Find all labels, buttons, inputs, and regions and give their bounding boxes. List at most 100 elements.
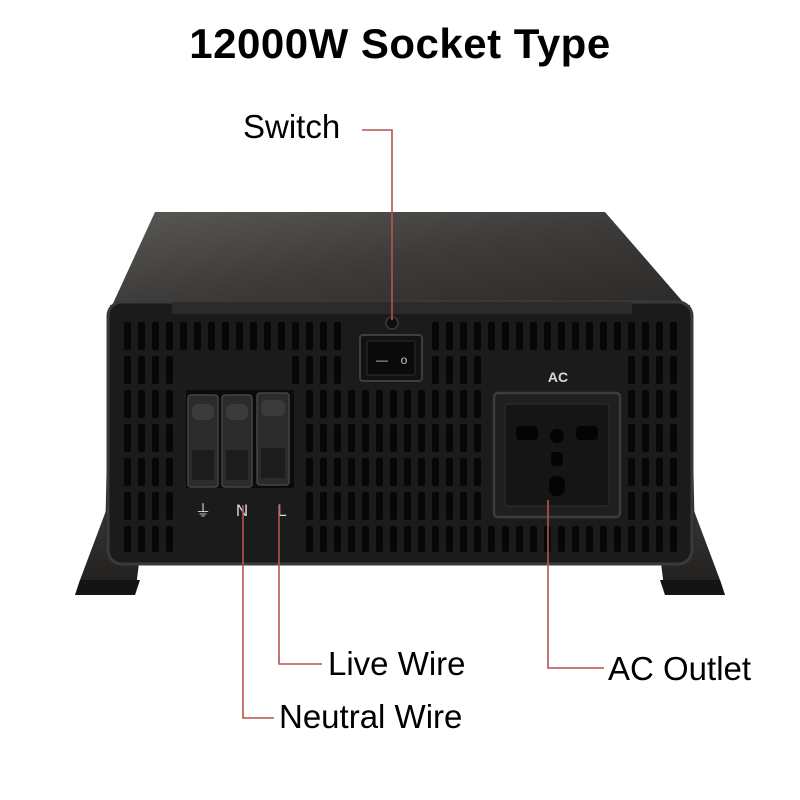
vent-slot — [642, 356, 649, 384]
vent-slot — [250, 322, 257, 350]
vent-slot — [516, 526, 523, 552]
vent-slot — [446, 424, 453, 452]
vent-slot — [138, 526, 145, 552]
vent-slot — [362, 390, 369, 418]
vent-slot — [166, 526, 173, 552]
ac-panel-label: AC — [548, 369, 568, 385]
vent-slot — [376, 492, 383, 520]
vent-slot — [656, 492, 663, 520]
vent-slot — [628, 390, 635, 418]
vent-slot — [670, 390, 677, 418]
vent-slot — [460, 356, 467, 384]
vent-slot — [348, 526, 355, 552]
vent-slot — [460, 424, 467, 452]
vent-slot — [390, 492, 397, 520]
vent-slot — [180, 322, 187, 350]
vent-slot — [166, 390, 173, 418]
vent-slot — [124, 458, 131, 486]
vent-slot — [432, 356, 439, 384]
vent-slot — [362, 526, 369, 552]
vent-slot — [642, 526, 649, 552]
ac-outlet-label: AC Outlet — [608, 650, 752, 687]
vent-slot — [418, 424, 425, 452]
vent-slot — [432, 526, 439, 552]
vent-slot — [446, 458, 453, 486]
vent-slot — [138, 322, 145, 350]
vent-slot — [152, 356, 159, 384]
vent-slot — [460, 458, 467, 486]
inverter-top-cover — [110, 212, 690, 310]
vent-slot — [166, 458, 173, 486]
vent-slot — [334, 424, 341, 452]
vent-slot — [530, 526, 537, 552]
vent-slot — [628, 322, 635, 350]
vent-slot — [474, 322, 481, 350]
vent-slot — [544, 322, 551, 350]
vent-slot — [390, 390, 397, 418]
vent-slot — [292, 322, 299, 350]
vent-slot — [320, 526, 327, 552]
vent-slot — [460, 390, 467, 418]
vent-slot — [642, 492, 649, 520]
vent-slot — [376, 526, 383, 552]
vent-slot — [138, 492, 145, 520]
vent-slot — [306, 390, 313, 418]
vent-slot — [404, 492, 411, 520]
vent-slot — [488, 526, 495, 552]
vent-slot — [432, 322, 439, 350]
vent-slot — [670, 492, 677, 520]
vent-slot — [348, 424, 355, 452]
vent-slot — [390, 458, 397, 486]
ac-outlet-leader-line — [547, 500, 604, 669]
vent-slot — [334, 390, 341, 418]
vent-slot — [194, 322, 201, 350]
vent-slot — [348, 458, 355, 486]
vent-slot — [362, 492, 369, 520]
vent-slot — [656, 526, 663, 552]
vent-slot — [376, 424, 383, 452]
vent-slot — [222, 322, 229, 350]
leader-lines — [242, 129, 604, 719]
vent-slot — [670, 322, 677, 350]
vent-slot — [446, 390, 453, 418]
vent-slot — [124, 526, 131, 552]
vent-slot — [670, 458, 677, 486]
vent-slot — [628, 492, 635, 520]
vent-slot — [600, 526, 607, 552]
live-wire-leader-line — [278, 505, 322, 665]
vent-slot — [446, 526, 453, 552]
vent-slot — [348, 390, 355, 418]
vent-slot — [152, 492, 159, 520]
power-switch[interactable]: — o — [359, 316, 423, 382]
vent-slot — [152, 526, 159, 552]
vent-slot — [362, 458, 369, 486]
live-wire-label: Live Wire — [328, 645, 466, 682]
vent-slot — [418, 458, 425, 486]
vent-slot — [124, 424, 131, 452]
vent-slot — [432, 390, 439, 418]
vent-slot — [320, 424, 327, 452]
vent-slot — [124, 492, 131, 520]
switch-leader-line — [362, 129, 393, 320]
vent-slot — [138, 424, 145, 452]
vent-slot — [264, 322, 271, 350]
vent-slot — [166, 356, 173, 384]
vent-slot — [432, 424, 439, 452]
vent-slot — [404, 458, 411, 486]
vent-slot — [432, 492, 439, 520]
vent-slot — [474, 390, 481, 418]
vent-slot — [558, 322, 565, 350]
vent-slot — [152, 322, 159, 350]
vent-slot — [628, 458, 635, 486]
vent-slot — [642, 458, 649, 486]
page-title: 12000W Socket Type — [189, 20, 611, 67]
vent-slot — [670, 526, 677, 552]
vent-slot — [614, 322, 621, 350]
vent-slot — [656, 390, 663, 418]
vent-slot — [236, 322, 243, 350]
vent-slot — [306, 458, 313, 486]
vent-slot — [418, 492, 425, 520]
vent-slot — [642, 322, 649, 350]
vent-slot — [558, 526, 565, 552]
vent-slot — [320, 356, 327, 384]
